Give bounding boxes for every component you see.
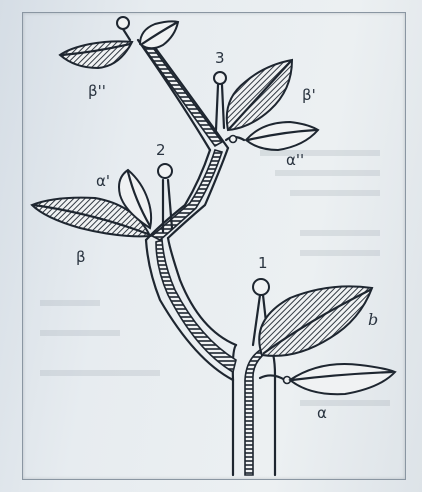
main-stem — [233, 340, 275, 475]
leaf-b-label: b — [368, 310, 378, 329]
leaf-alpha — [260, 364, 395, 394]
leaf-apex-plain — [140, 21, 178, 48]
leaf-b — [259, 286, 372, 356]
leaf-alpha-double-prime-label: α'' — [286, 151, 304, 169]
lateral-shoot — [146, 238, 236, 380]
node-3-label: 3 — [215, 49, 225, 67]
node-1-label: 1 — [258, 254, 268, 272]
node-3-bud — [214, 72, 226, 130]
leaf-alpha-prime-label: α' — [96, 172, 110, 190]
node-2-label: 2 — [156, 141, 166, 159]
leaf-beta-label: β — [76, 248, 86, 266]
upper-shoot — [146, 148, 228, 240]
apex-bud — [117, 17, 130, 40]
leaf-beta-prime — [227, 60, 292, 130]
leaf-beta-double-prime — [60, 41, 132, 68]
leaf-beta-double-prime-label: β'' — [88, 82, 106, 100]
leaf-beta-prime-label: β' — [302, 86, 316, 104]
leaf-alpha-label: α — [317, 404, 327, 422]
